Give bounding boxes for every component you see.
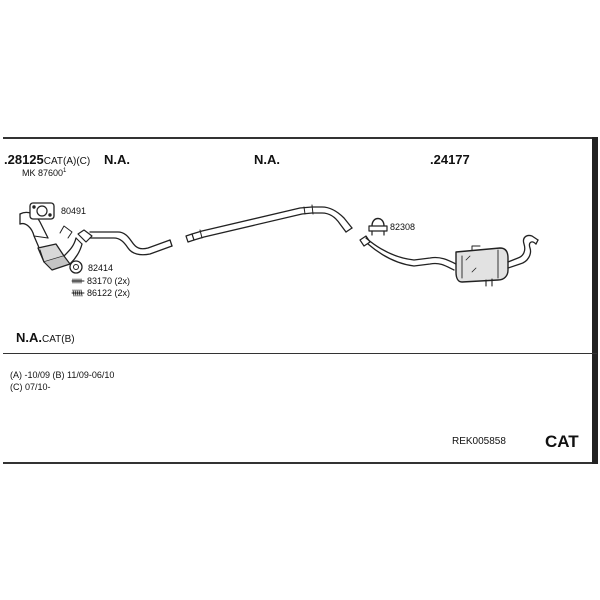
front-pipe <box>77 229 173 256</box>
na-cat-label: N.A.CAT(B) <box>16 331 75 345</box>
section-divider <box>3 353 597 354</box>
part-82414-label: 82414 <box>88 263 114 273</box>
item1-mk-mark: 1 <box>63 168 67 174</box>
item3-label: N.A. <box>254 152 280 167</box>
frame-right-bar <box>592 137 598 464</box>
rear-silencer <box>359 234 539 287</box>
part-80491-gasket <box>29 202 55 220</box>
note-line-1: (A) -10/09 (B) 11/09-06/10 <box>10 370 115 380</box>
part-82308-clamp <box>368 217 388 236</box>
item1-label: .28125CAT(A)(C) <box>4 153 90 167</box>
part-83170-bolts <box>71 278 85 284</box>
part-86122-springs <box>71 289 85 297</box>
intermediate-pipe <box>185 204 353 243</box>
reference-number: REK005858 <box>452 436 506 447</box>
catalyst-type-label: CAT <box>545 432 579 451</box>
na-cat-suffix: CAT(B) <box>42 334 75 345</box>
diagram-frame <box>3 137 597 464</box>
item1-number: .28125 <box>4 152 44 167</box>
part-82308-label: 82308 <box>390 222 416 232</box>
item2-label: N.A. <box>104 152 130 167</box>
item1-suffix: CAT(A)(C) <box>43 156 91 167</box>
note-line-2: (C) 07/10- <box>10 382 51 392</box>
na-cat-text: N.A. <box>16 330 42 345</box>
part-83170-label: 83170 (2x) <box>87 276 131 286</box>
part-80491-label: 80491 <box>61 206 87 216</box>
item1-mk-label: MK 87600 <box>22 168 64 178</box>
part-82414-gasket <box>69 260 83 274</box>
item4-label: .24177 <box>430 152 470 167</box>
part-86122-label: 86122 (2x) <box>87 288 131 298</box>
item1-mk: MK 876001 <box>22 168 66 178</box>
